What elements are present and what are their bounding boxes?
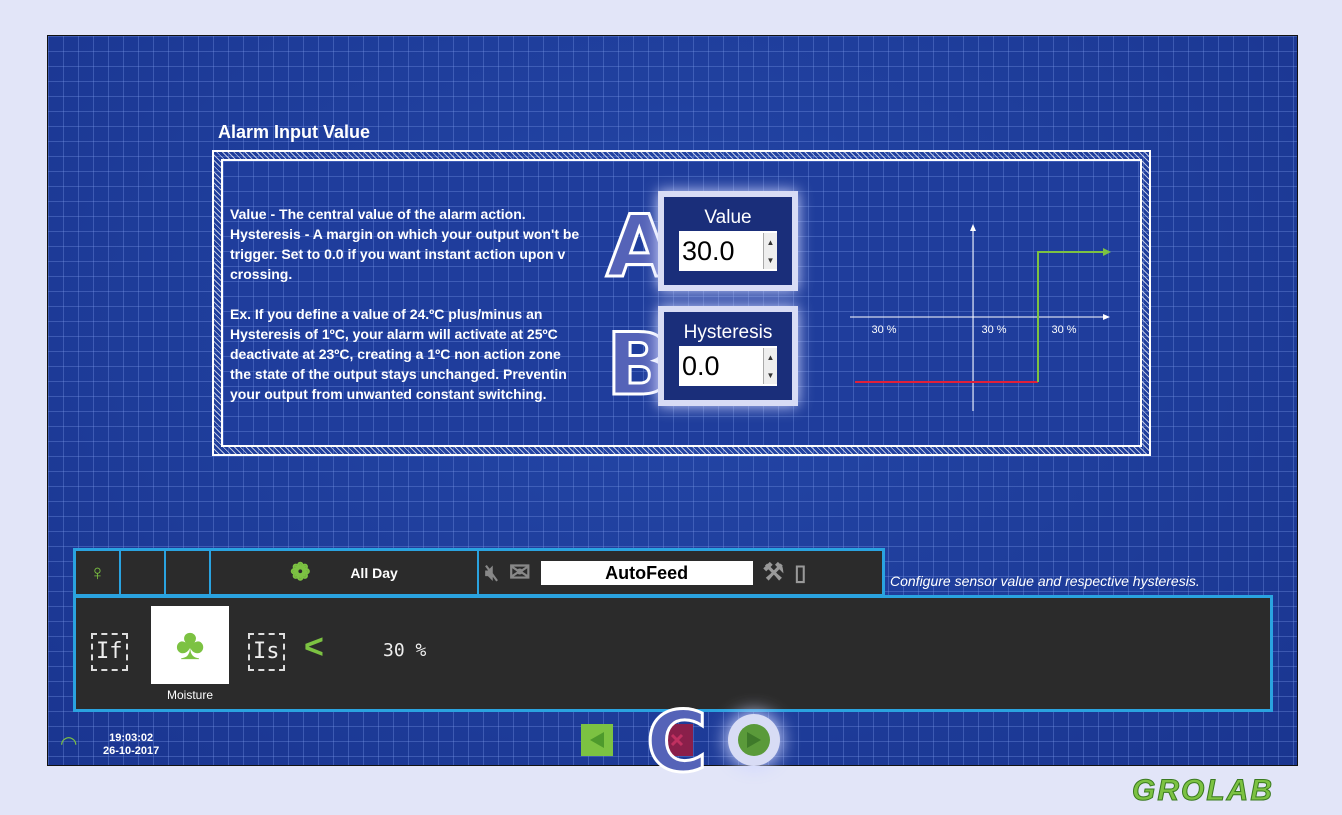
back-button[interactable] [581,724,613,756]
hysteresis-label: Hysteresis [683,322,773,343]
value-label: Value [704,207,752,228]
time: 19:03:02 [109,732,154,744]
operator[interactable]: < [304,628,324,666]
increment-button[interactable]: ▲ [766,237,775,247]
next-button[interactable] [738,724,770,756]
hint-text: Configure sensor value and respective hy… [890,573,1200,589]
arrow-right-icon [747,732,761,748]
arrow-left-icon [590,732,604,748]
close-icon [670,733,684,747]
description-text: Value - The central value of the alarm a… [230,206,580,402]
moisture-icon: ♣ [175,620,205,669]
cancel-button[interactable] [661,724,693,756]
marker-c: C [645,693,710,791]
graph-label: 30 % [981,324,1006,336]
value-spinbox[interactable]: 30.0 ▲ ▼ [679,231,777,271]
value-field-box: Value 30.0 ▲ ▼ [658,191,798,291]
date: 26-10-2017 [103,745,160,757]
hysteresis-input[interactable]: 0.0 [682,350,720,381]
threshold-value[interactable]: 30 % [383,640,427,661]
mute-icon[interactable]: 🔇︎ [485,559,499,585]
calendar-once-icon[interactable]: ▯ [794,559,807,585]
on-line [1037,251,1108,382]
screen: Alarm Input Value Value - The central va… [47,35,1298,786]
graph-label: 30 % [871,324,896,336]
grolab-logo: GROLAB [1132,774,1274,808]
hysteresis-spinbox[interactable]: 0.0 ▲ ▼ [679,346,777,386]
sensor-drop-icon[interactable]: ♀ [76,551,121,594]
rule-name-input[interactable]: AutoFeed [540,560,753,585]
hysteresis-field-box: Hysteresis 0.0 ▲ ▼ [658,306,798,406]
value-input[interactable]: 30.0 [682,235,735,266]
wifi-icon: ◠ [60,733,78,755]
schedule-label: All Day [350,564,398,581]
empty-slot[interactable] [121,551,166,594]
decrement-button[interactable]: ▼ [766,255,775,265]
rule-row: If ♣ Moisture Is < 30 % [73,595,1273,712]
mail-icon[interactable]: ✉ [508,557,531,587]
gavel-icon[interactable]: ⚒ [762,559,785,586]
schedule-button[interactable]: ❁ All Day [211,551,479,594]
hysteresis-graph: 30 % 30 % 30 % [850,224,1111,411]
empty-slot[interactable] [166,551,211,594]
if-block[interactable]: If [91,633,128,671]
decrement-button[interactable]: ▼ [766,370,775,380]
moisture-sensor-button[interactable]: ♣ [151,606,229,684]
is-block[interactable]: Is [248,633,285,671]
graph-label: 30 % [1051,324,1076,336]
plant-icon: ❁ [290,559,311,586]
rule-toolbar: ♀ ❁ All Day 🔇︎ ✉ AutoFeed ⚒ ▯ [73,548,885,597]
increment-button[interactable]: ▲ [766,352,775,362]
page-title: Alarm Input Value [218,122,371,142]
sensor-label: Moisture [166,688,213,702]
